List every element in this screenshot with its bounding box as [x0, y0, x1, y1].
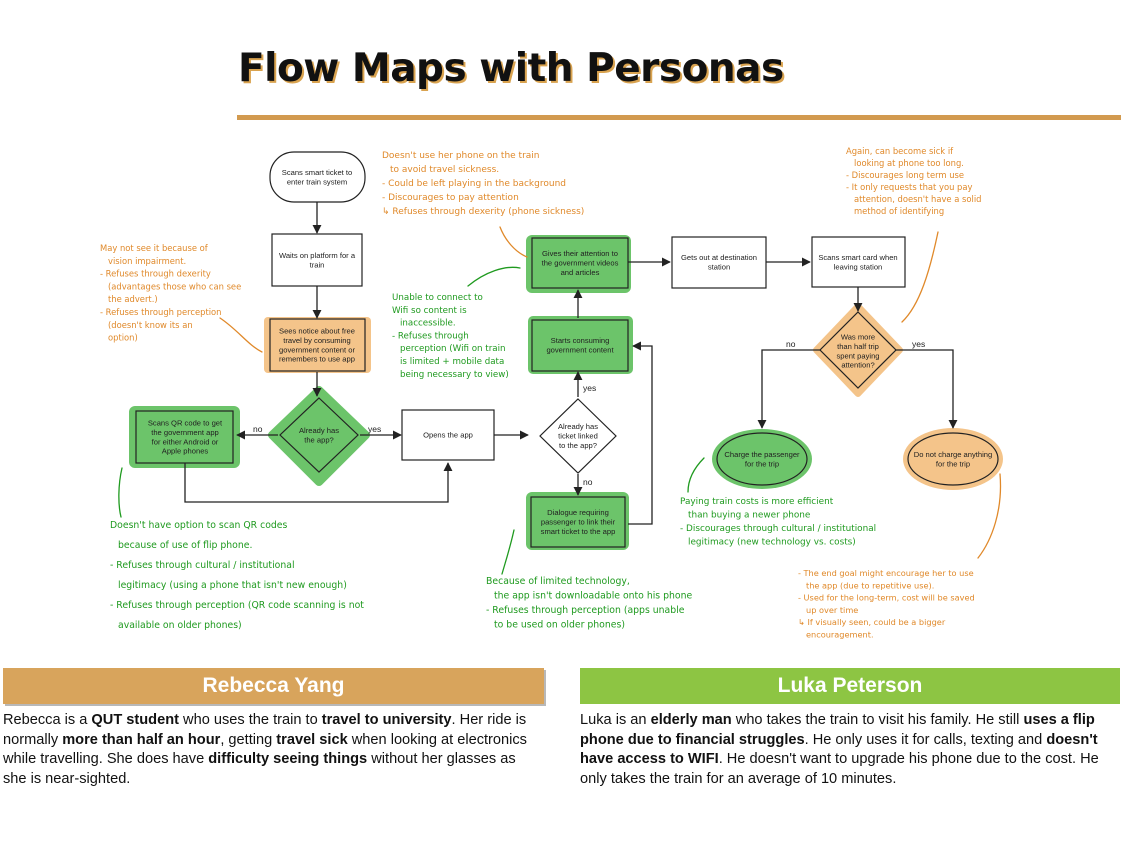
highlight-no-charge [903, 428, 1003, 490]
pointer-sick-again [901, 231, 939, 323]
edge-dialogue-back [628, 341, 653, 525]
pointer-phone-train [499, 226, 528, 258]
highlight-dialogue [526, 492, 629, 550]
note-pointers [118, 226, 1002, 575]
pointer-wifi [467, 266, 521, 287]
note-end-goal: - The end goal might encourage her to us… [798, 568, 975, 640]
highlight-charge [712, 429, 812, 489]
label-app-no: no [253, 424, 263, 434]
label-linked-yes: yes [583, 383, 596, 393]
highlight-sees-notice [264, 317, 371, 373]
label-app-yes: yes [368, 424, 381, 434]
pointer-vision [219, 317, 263, 353]
label-half-no: no [786, 339, 796, 349]
highlight-half-trip [813, 303, 903, 397]
highlight-starts-consuming [528, 316, 633, 374]
persona-bio-rebecca: Rebecca is a QUT student who uses the tr… [3, 712, 527, 787]
title-underline [237, 115, 1121, 120]
highlight-scan-qr [129, 406, 240, 468]
svg-text:Opens the app: Opens the app [423, 431, 473, 440]
pointer-train-costs [687, 457, 705, 493]
highlight-gives-attention [526, 235, 631, 293]
pointer-qr [118, 467, 123, 518]
persona-bio-luka: Luka is an elderly man who takes the tra… [580, 712, 1099, 787]
edge-labels: no yes yes no no yes [253, 339, 925, 487]
pointer-limited [501, 529, 515, 575]
edge-half-yes [895, 349, 958, 429]
pointer-end-goal [977, 473, 1002, 559]
note-limited-tech: Because of limited technology,the app is… [486, 576, 692, 631]
node-highlights [129, 235, 1003, 550]
highlight-already-has-app [268, 386, 370, 486]
page-title: Flow Maps with Personas [238, 46, 784, 91]
label-linked-no: no [583, 477, 593, 487]
edge-qr-to-opens [184, 462, 453, 503]
edge-half-no [757, 349, 821, 429]
flow-connectors [184, 202, 958, 525]
node-opens-app: Opens the app [401, 409, 495, 461]
label-half-yes: yes [912, 339, 925, 349]
persona-header-rebecca: Rebecca Yang [3, 668, 544, 704]
persona-header-luka: Luka Peterson [580, 668, 1120, 704]
